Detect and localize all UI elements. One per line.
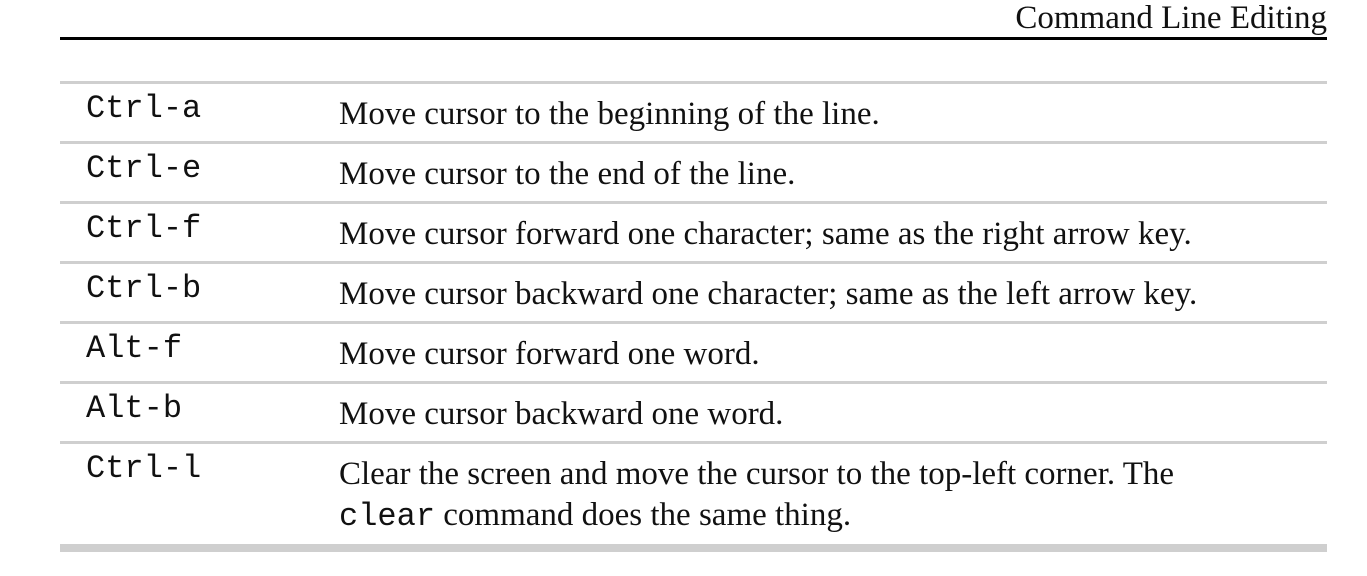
keyboard-shortcuts-table: Ctrl-a Move cursor to the beginning of t… xyxy=(60,81,1327,552)
shortcut-key: Ctrl-b xyxy=(86,270,202,307)
table-row: Alt-b Move cursor backward one word. xyxy=(60,384,1327,444)
shortcut-key: Ctrl-a xyxy=(86,90,202,127)
shortcut-description: Clear the screen and move the cursor to … xyxy=(339,454,1314,537)
table-row: Ctrl-b Move cursor backward one characte… xyxy=(60,264,1327,324)
shortcut-description: Move cursor backward one word. xyxy=(339,396,784,432)
shortcut-description: Move cursor forward one character; same … xyxy=(339,216,1192,252)
table-row: Ctrl-f Move cursor forward one character… xyxy=(60,204,1327,264)
shortcut-description: Move cursor forward one word. xyxy=(339,336,760,372)
description-line-2-rest: command does the same thing. xyxy=(435,497,852,533)
shortcut-key: Ctrl-l xyxy=(86,450,202,487)
shortcut-key: Alt-b xyxy=(86,390,183,427)
shortcut-key: Ctrl-e xyxy=(86,150,202,187)
description-line-1: Clear the screen and move the cursor to … xyxy=(339,456,1175,492)
table-row: Ctrl-a Move cursor to the beginning of t… xyxy=(60,84,1327,144)
page-title: Command Line Editing xyxy=(1015,0,1327,36)
page-header: Command Line Editing xyxy=(60,0,1327,40)
shortcut-description: Move cursor to the beginning of the line… xyxy=(339,96,880,132)
shortcut-description: Move cursor to the end of the line. xyxy=(339,156,796,192)
shortcut-key: Ctrl-f xyxy=(86,210,202,247)
inline-command-code: clear xyxy=(339,498,436,535)
table-row: Alt-f Move cursor forward one word. xyxy=(60,324,1327,384)
shortcut-key: Alt-f xyxy=(86,330,183,367)
table-row: Ctrl-l Clear the screen and move the cur… xyxy=(60,444,1327,544)
shortcut-description: Move cursor backward one character; same… xyxy=(339,276,1198,312)
table-row: Ctrl-e Move cursor to the end of the lin… xyxy=(60,144,1327,204)
